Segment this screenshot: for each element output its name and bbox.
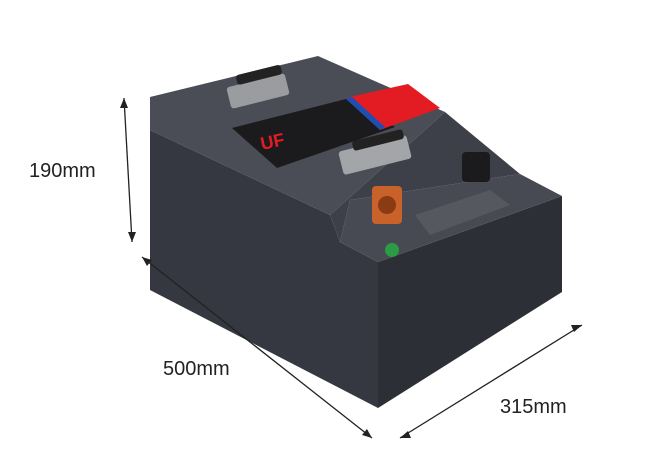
length-dimension-label: 500mm (163, 358, 230, 380)
logo-uf: UF (259, 129, 287, 154)
battery-riser-face (330, 112, 520, 242)
dimension-lines (120, 97, 583, 439)
black-label (232, 98, 395, 168)
handle-rear (226, 64, 290, 109)
battery-front-face (150, 97, 378, 408)
width-dimension-label: 315mm (500, 396, 567, 418)
black-connector (462, 152, 490, 182)
green-button (385, 243, 399, 257)
blue-stripe (345, 97, 385, 130)
nameplate (415, 190, 510, 235)
battery-side-face (378, 196, 562, 408)
handle-front (338, 129, 412, 175)
height-dimension-label: 190mm (29, 160, 96, 182)
